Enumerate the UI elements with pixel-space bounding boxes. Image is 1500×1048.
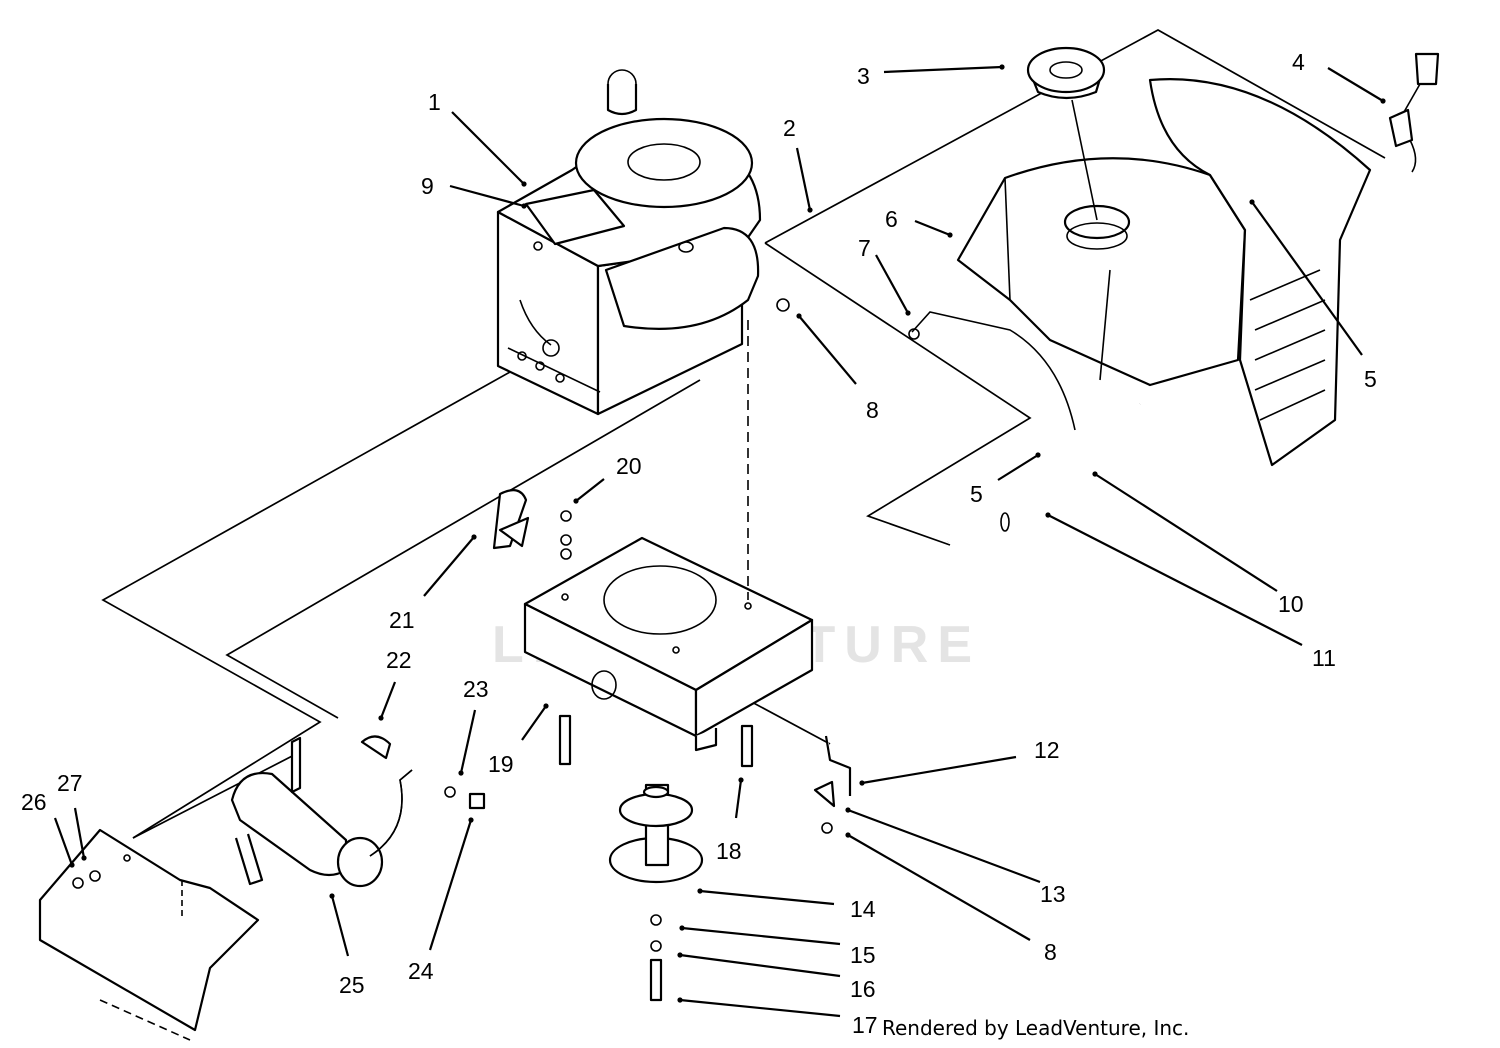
callout-15: 15 xyxy=(850,942,876,968)
assembly-outline-lines xyxy=(101,29,1386,839)
callout-23: 23 xyxy=(463,676,489,702)
fuel-hose[interactable] xyxy=(947,402,1141,544)
engine[interactable] xyxy=(496,69,762,416)
engine-pulley[interactable] xyxy=(608,783,704,884)
callout-5-tank: 5 xyxy=(1364,366,1377,392)
callout-11: 11 xyxy=(1312,645,1336,671)
ignition-switch[interactable] xyxy=(1388,52,1440,173)
callout-3: 3 xyxy=(857,63,870,89)
callout-6: 6 xyxy=(885,206,898,232)
callout-8-bracket: 8 xyxy=(1044,939,1057,965)
callout-27: 27 xyxy=(57,770,83,796)
callout-5-hose: 5 xyxy=(970,481,983,507)
callout-14: 14 xyxy=(850,896,876,922)
fuel-line[interactable] xyxy=(908,311,1076,431)
fuel-tank[interactable] xyxy=(956,157,1247,387)
callout-10: 10 xyxy=(1278,591,1304,617)
callout-9: 9 xyxy=(421,173,434,199)
callout-13: 13 xyxy=(1040,881,1066,907)
callout-4: 4 xyxy=(1292,49,1305,75)
callout-8-engine: 8 xyxy=(866,397,879,423)
callout-leaders xyxy=(53,65,1384,1018)
callout-16: 16 xyxy=(850,976,876,1002)
callout-7: 7 xyxy=(858,235,871,261)
heat-shield[interactable] xyxy=(38,828,260,1041)
callout-2: 2 xyxy=(783,115,796,141)
callout-18: 18 xyxy=(716,838,742,864)
callout-1: 1 xyxy=(428,89,441,115)
fasteners xyxy=(72,99,1098,1002)
callout-17: 17 xyxy=(852,1012,878,1038)
engine-mount-plate[interactable] xyxy=(523,536,814,752)
callout-24: 24 xyxy=(408,958,434,984)
callout-25: 25 xyxy=(339,972,365,998)
callout-labels: 1 2 3 4 5 5 6 7 8 8 9 10 11 12 13 14 15 … xyxy=(21,49,1377,1038)
gas-cap[interactable] xyxy=(1026,46,1106,100)
render-credit: Rendered by LeadVenture, Inc. xyxy=(882,1016,1189,1040)
callout-26: 26 xyxy=(21,789,47,815)
callout-21: 21 xyxy=(389,607,415,633)
callout-12: 12 xyxy=(1034,737,1060,763)
callout-22: 22 xyxy=(386,647,412,673)
callout-dots xyxy=(69,64,1386,1003)
callout-19: 19 xyxy=(488,751,514,777)
muffler[interactable] xyxy=(230,736,413,888)
callout-20: 20 xyxy=(616,453,642,479)
fender-housing xyxy=(1148,78,1372,467)
